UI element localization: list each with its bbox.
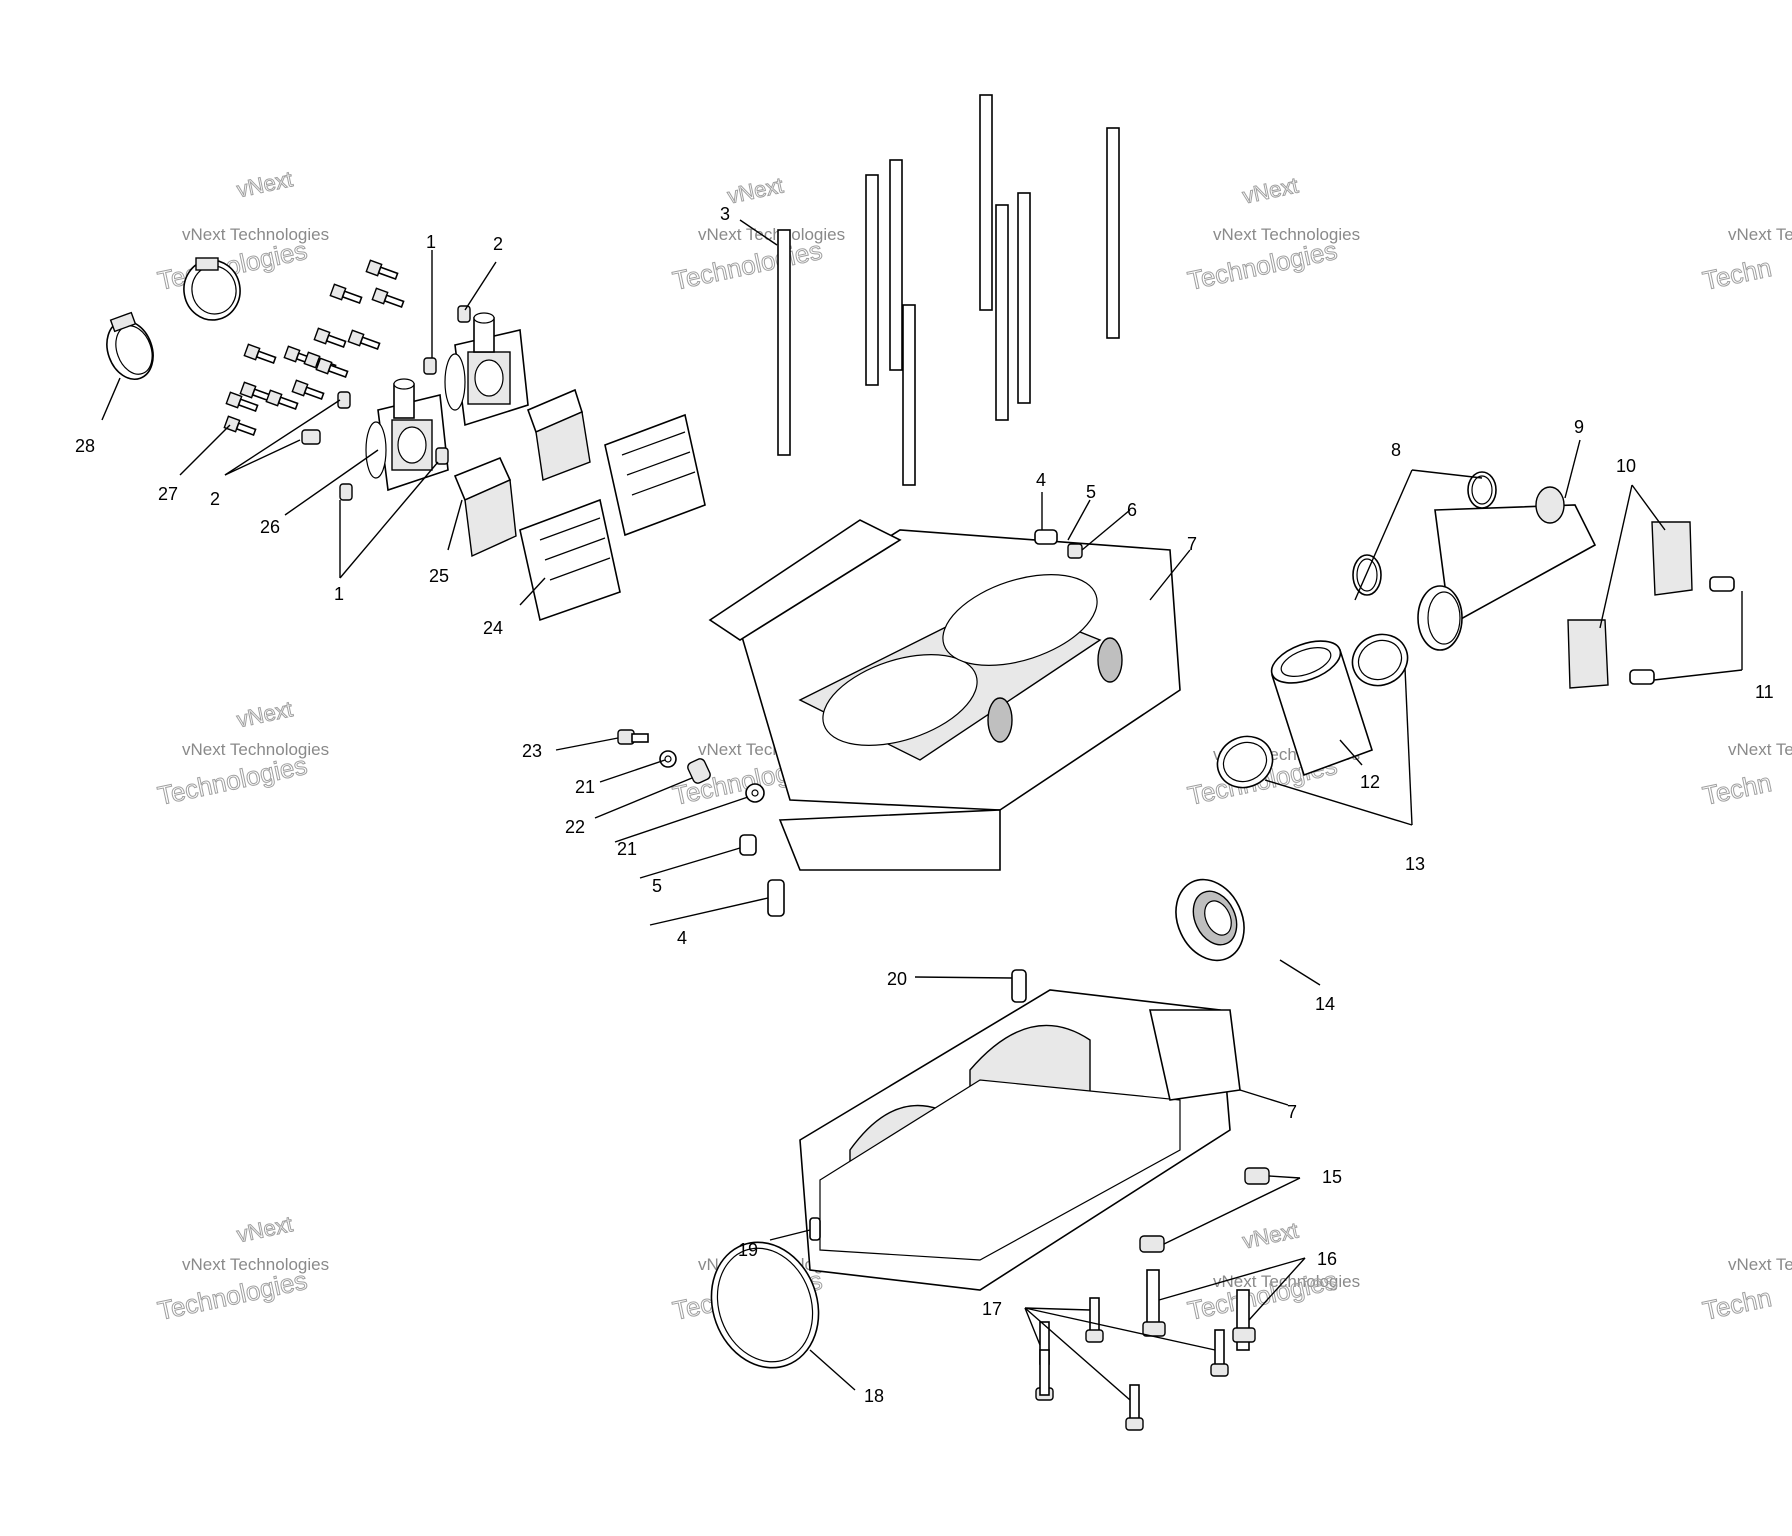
callout-7: 7 [1287,1102,1297,1122]
callout-20: 20 [887,969,907,989]
callout-4: 4 [1036,470,1046,490]
callout-5: 5 [1086,482,1096,502]
callout-5: 5 [652,876,662,896]
watermark-text: Techn [1700,252,1774,296]
watermark-top-left: vNext [234,166,295,203]
watermark-text: Technologies [155,1265,310,1326]
callout-11: 11 [1755,682,1774,702]
leader-lines [101,219,1743,1401]
part-3-cylinder-studs [777,94,1120,486]
watermark-text: vNext [1240,1218,1300,1254]
watermark-text: vNext Tec [1728,740,1792,759]
part-4-dowel-top [1034,529,1058,545]
callout-13: 13 [1405,854,1425,874]
callout-9: 9 [1574,417,1584,437]
part-25-reed-stuffer [453,388,591,558]
callout-21: 21 [575,777,595,797]
watermark-text: vNext Technologies [1213,225,1360,244]
part-6-plug [1067,543,1083,559]
part-21-washer-2 [745,783,765,803]
callout-6: 6 [1127,500,1137,520]
part-14-oil-seal [1175,878,1245,962]
callout-24: 24 [483,618,503,638]
callout-1: 1 [426,232,436,252]
watermark-text: Technologies [670,235,825,296]
callout-15: 15 [1322,1167,1342,1187]
part-24-reed-cage [519,413,706,622]
part-26-intake-manifold [365,378,449,492]
callout-21: 21 [617,839,637,859]
part-23-bolt [617,729,649,745]
watermark-text: Technologies [1185,235,1340,296]
callout-1: 1 [334,584,344,604]
callout-2: 2 [493,234,503,254]
watermark-text: vNext [725,173,785,209]
part-12-hose [1270,640,1373,777]
callout-3: 3 [720,204,730,224]
watermark-text: vNext Technologies [698,225,845,244]
part-5-sleeve [739,834,757,856]
callout-19: 19 [738,1240,758,1260]
watermark-text: vNext Tec [1728,225,1792,244]
watermark-text: vNext Technologies [182,225,329,244]
callout-labels: 1 1 2 2 3 4 4 5 5 6 7 7 8 9 10 11 12 13 … [75,204,1774,1406]
part-27-bolts [223,259,405,437]
part-16-bolts [1142,1269,1256,1351]
part-28-hose-clamp [106,311,154,380]
callout-10: 10 [1616,456,1636,476]
watermark-text: vNext [235,696,295,732]
part-17-bolts [1035,1297,1229,1431]
callout-14: 14 [1315,994,1335,1014]
part-11-bolts [1629,576,1735,685]
watermark-text: Techn [1700,767,1774,811]
part-hose-clamp-upper [183,257,241,321]
part-21-washer [659,750,677,768]
watermark-text: vNext Technologies [182,1255,329,1274]
part-19-dowel [809,1217,821,1241]
watermark-text: Technologies [155,750,310,811]
watermark-text: vNext [235,1211,295,1247]
part-1-clips [339,357,449,501]
callout-25: 25 [429,566,449,586]
watermark-text: vNext [235,166,295,202]
part-20-dowel [1011,969,1027,1003]
watermark-text: vNext Tec [1728,1255,1792,1274]
callout-23: 23 [522,741,542,761]
watermark-text: Techn [1700,1282,1774,1326]
part-10-brackets [1567,521,1693,689]
part-2-clips [301,305,471,445]
callout-22: 22 [565,817,585,837]
part-7-crankcase-upper [708,519,1181,871]
watermark-text: vNext Technologies [182,740,329,759]
callout-12: 12 [1360,772,1380,792]
callout-26: 26 [260,517,280,537]
callout-28: 28 [75,436,95,456]
callout-16: 16 [1317,1249,1337,1269]
part-26-intake-manifold-2 [444,312,529,427]
part-22-sensor [687,758,711,784]
callout-7: 7 [1187,534,1197,554]
callout-8: 8 [1391,440,1401,460]
part-13-hose-clamps [1216,633,1409,789]
callout-18: 18 [864,1386,884,1406]
part-7-crankcase-lower [799,989,1241,1291]
callout-27: 27 [158,484,178,504]
part-4-dowel [767,879,785,917]
callout-4: 4 [677,928,687,948]
callout-17: 17 [982,1299,1002,1319]
watermark-text: vNext Technologies [1213,1272,1360,1291]
callout-2: 2 [210,489,220,509]
watermark-text: vNext [1240,173,1300,209]
part-8-o-rings [1352,471,1497,596]
part-9-water-pipe [1417,486,1597,651]
part-18-o-ring [710,1241,820,1369]
